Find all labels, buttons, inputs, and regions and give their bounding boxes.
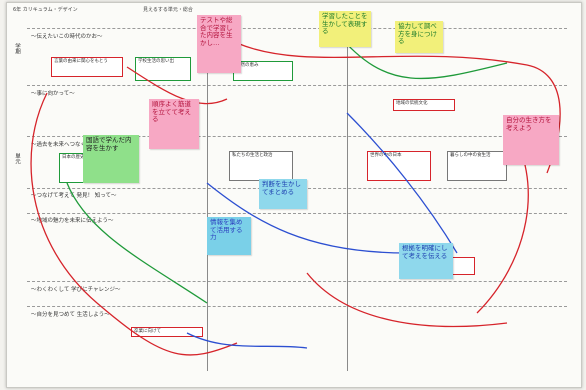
column-divider <box>207 15 208 371</box>
row-divider <box>27 213 567 214</box>
margin-label: 単元 <box>14 153 20 164</box>
column-divider <box>347 15 348 371</box>
band-title: 〜事に向かって〜 <box>31 91 75 97</box>
row-divider <box>27 306 567 307</box>
row-divider <box>27 136 567 137</box>
band-title: 〜自分を見つめて 生活しよう〜 <box>31 312 110 318</box>
sticky-note: 学習したことを生かして表現する <box>319 11 371 47</box>
unit-box: 学校生活の思い出 <box>135 57 191 81</box>
header-left: 6年 カリキュラム・デザイン <box>13 7 78 13</box>
margin-label: 学期 <box>14 43 20 54</box>
ink-annotations <box>30 32 561 356</box>
sticky-note: 判断を生かしてまとめる <box>259 179 307 209</box>
sticky-note: 協力して調べ方を身につける <box>395 21 443 53</box>
unit-box: 暮らしの中の食生活 <box>447 151 507 181</box>
band-title: 〜過去を未来へつなぐ〜 <box>31 142 92 148</box>
sticky-note: 情報を集めて活用する力 <box>207 217 251 255</box>
unit-box: 自然の恵み <box>233 61 293 81</box>
sticky-note: 国語で学んだ内容を生かす <box>83 135 139 183</box>
unit-box: 言葉の由来に関心をもとう <box>51 57 123 77</box>
unit-box: 卒業に向けて <box>131 327 203 337</box>
row-divider <box>27 85 567 86</box>
unit-box: 地域の伝統文化 <box>393 99 455 111</box>
band-title: 〜わくわくして 学びにチャレンジ〜 <box>31 287 121 293</box>
sticky-note: 自分の生き方を考えよう <box>503 115 559 165</box>
header-middle: 見えるする単元・総合 <box>143 7 193 13</box>
row-divider <box>27 281 567 282</box>
sticky-note: 根拠を明確にして考えを伝える <box>399 243 453 279</box>
sticky-note: テストや総合で学習した内容を生かし… <box>197 15 241 73</box>
band-title: 〜伝えたいこの時代のかお〜 <box>31 34 103 40</box>
sticky-note: 順序よく筋道を立てて考える <box>149 99 199 149</box>
row-divider <box>27 28 567 29</box>
band-title: 〜地域の魅力を未来に伝えよう〜 <box>31 218 114 224</box>
worksheet: 6年 カリキュラム・デザイン 見えるする単元・総合 〜伝えたいこの時代のかお〜 … <box>6 2 582 388</box>
